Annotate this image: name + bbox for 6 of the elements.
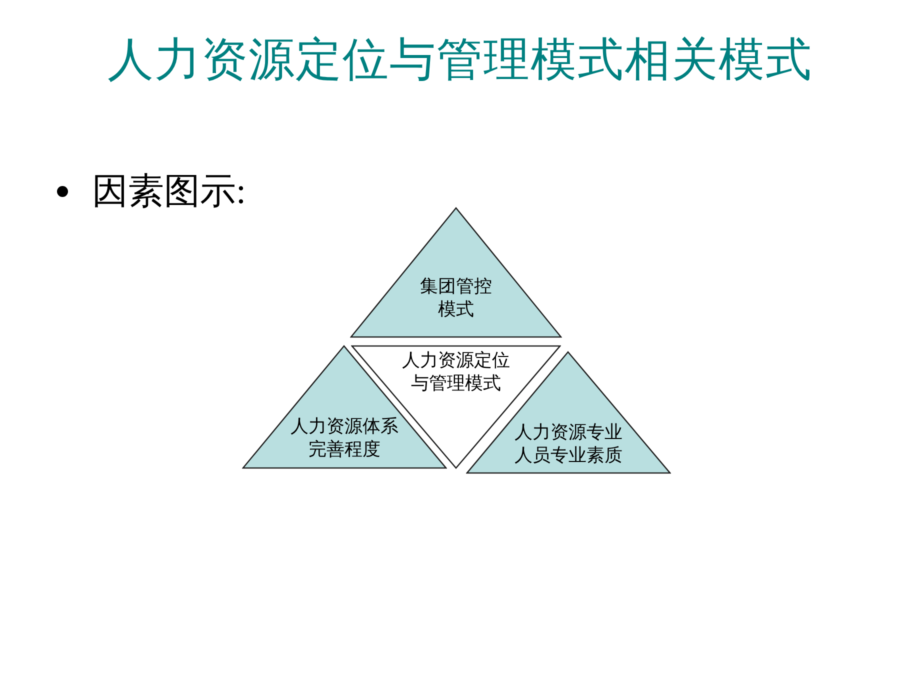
bullet-text: 因素图示: — [92, 170, 246, 213]
triangle-label: 集团管控模式 — [419, 275, 493, 321]
triangle-label: 人力资源定位与管理模式 — [401, 349, 511, 395]
title: 人力资源定位与管理模式相关模式 — [106, 33, 814, 87]
triangle-label: 人力资源体系完善程度 — [290, 415, 400, 461]
triangle-label: 人力资源专业人员专业素质 — [514, 421, 624, 467]
